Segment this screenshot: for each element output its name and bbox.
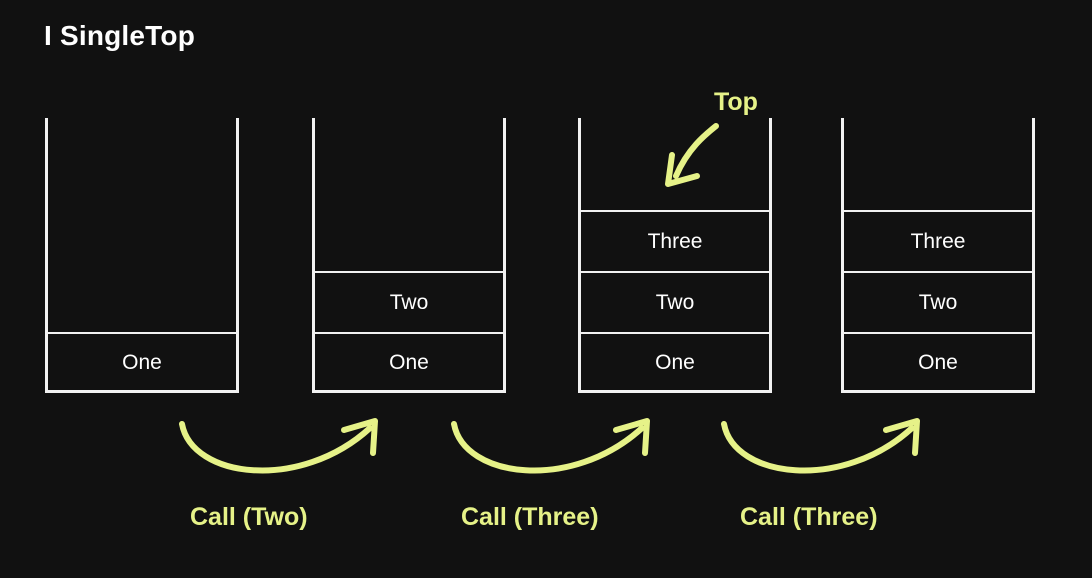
stack-cells-4: Three Two One <box>841 210 1035 393</box>
stack-cell: One <box>578 332 772 393</box>
curved-arrow-up-right-icon <box>721 418 920 474</box>
stack-cell: Three <box>578 210 772 271</box>
stack-container-4: Three Two One <box>841 118 1035 393</box>
stack-container-2: Two One <box>312 118 506 393</box>
stack-cell: Two <box>578 271 772 332</box>
stack-cell: One <box>841 332 1035 393</box>
stack-cell: Two <box>312 271 506 332</box>
stack-cell: One <box>312 332 506 393</box>
stack-cells-1: One <box>45 332 239 393</box>
top-pointer-label: Top <box>714 88 758 116</box>
stack-cell: Three <box>841 210 1035 271</box>
stack-container-1: One <box>45 118 239 393</box>
curved-arrow-up-right-icon <box>179 418 378 474</box>
curved-arrow-up-right-icon <box>451 418 650 474</box>
stack-cells-3: Three Two One <box>578 210 772 393</box>
stack-container-3: Three Two One <box>578 118 772 393</box>
stack-cells-2: Two One <box>312 271 506 393</box>
transition-label-call-three-2: Call (Three) <box>740 503 878 531</box>
transition-label-call-three-1: Call (Three) <box>461 503 599 531</box>
transition-label-call-two: Call (Two) <box>190 503 308 531</box>
stack-cell: Two <box>841 271 1035 332</box>
page-title: I SingleTop <box>44 20 196 51</box>
stack-cell: One <box>45 332 239 393</box>
